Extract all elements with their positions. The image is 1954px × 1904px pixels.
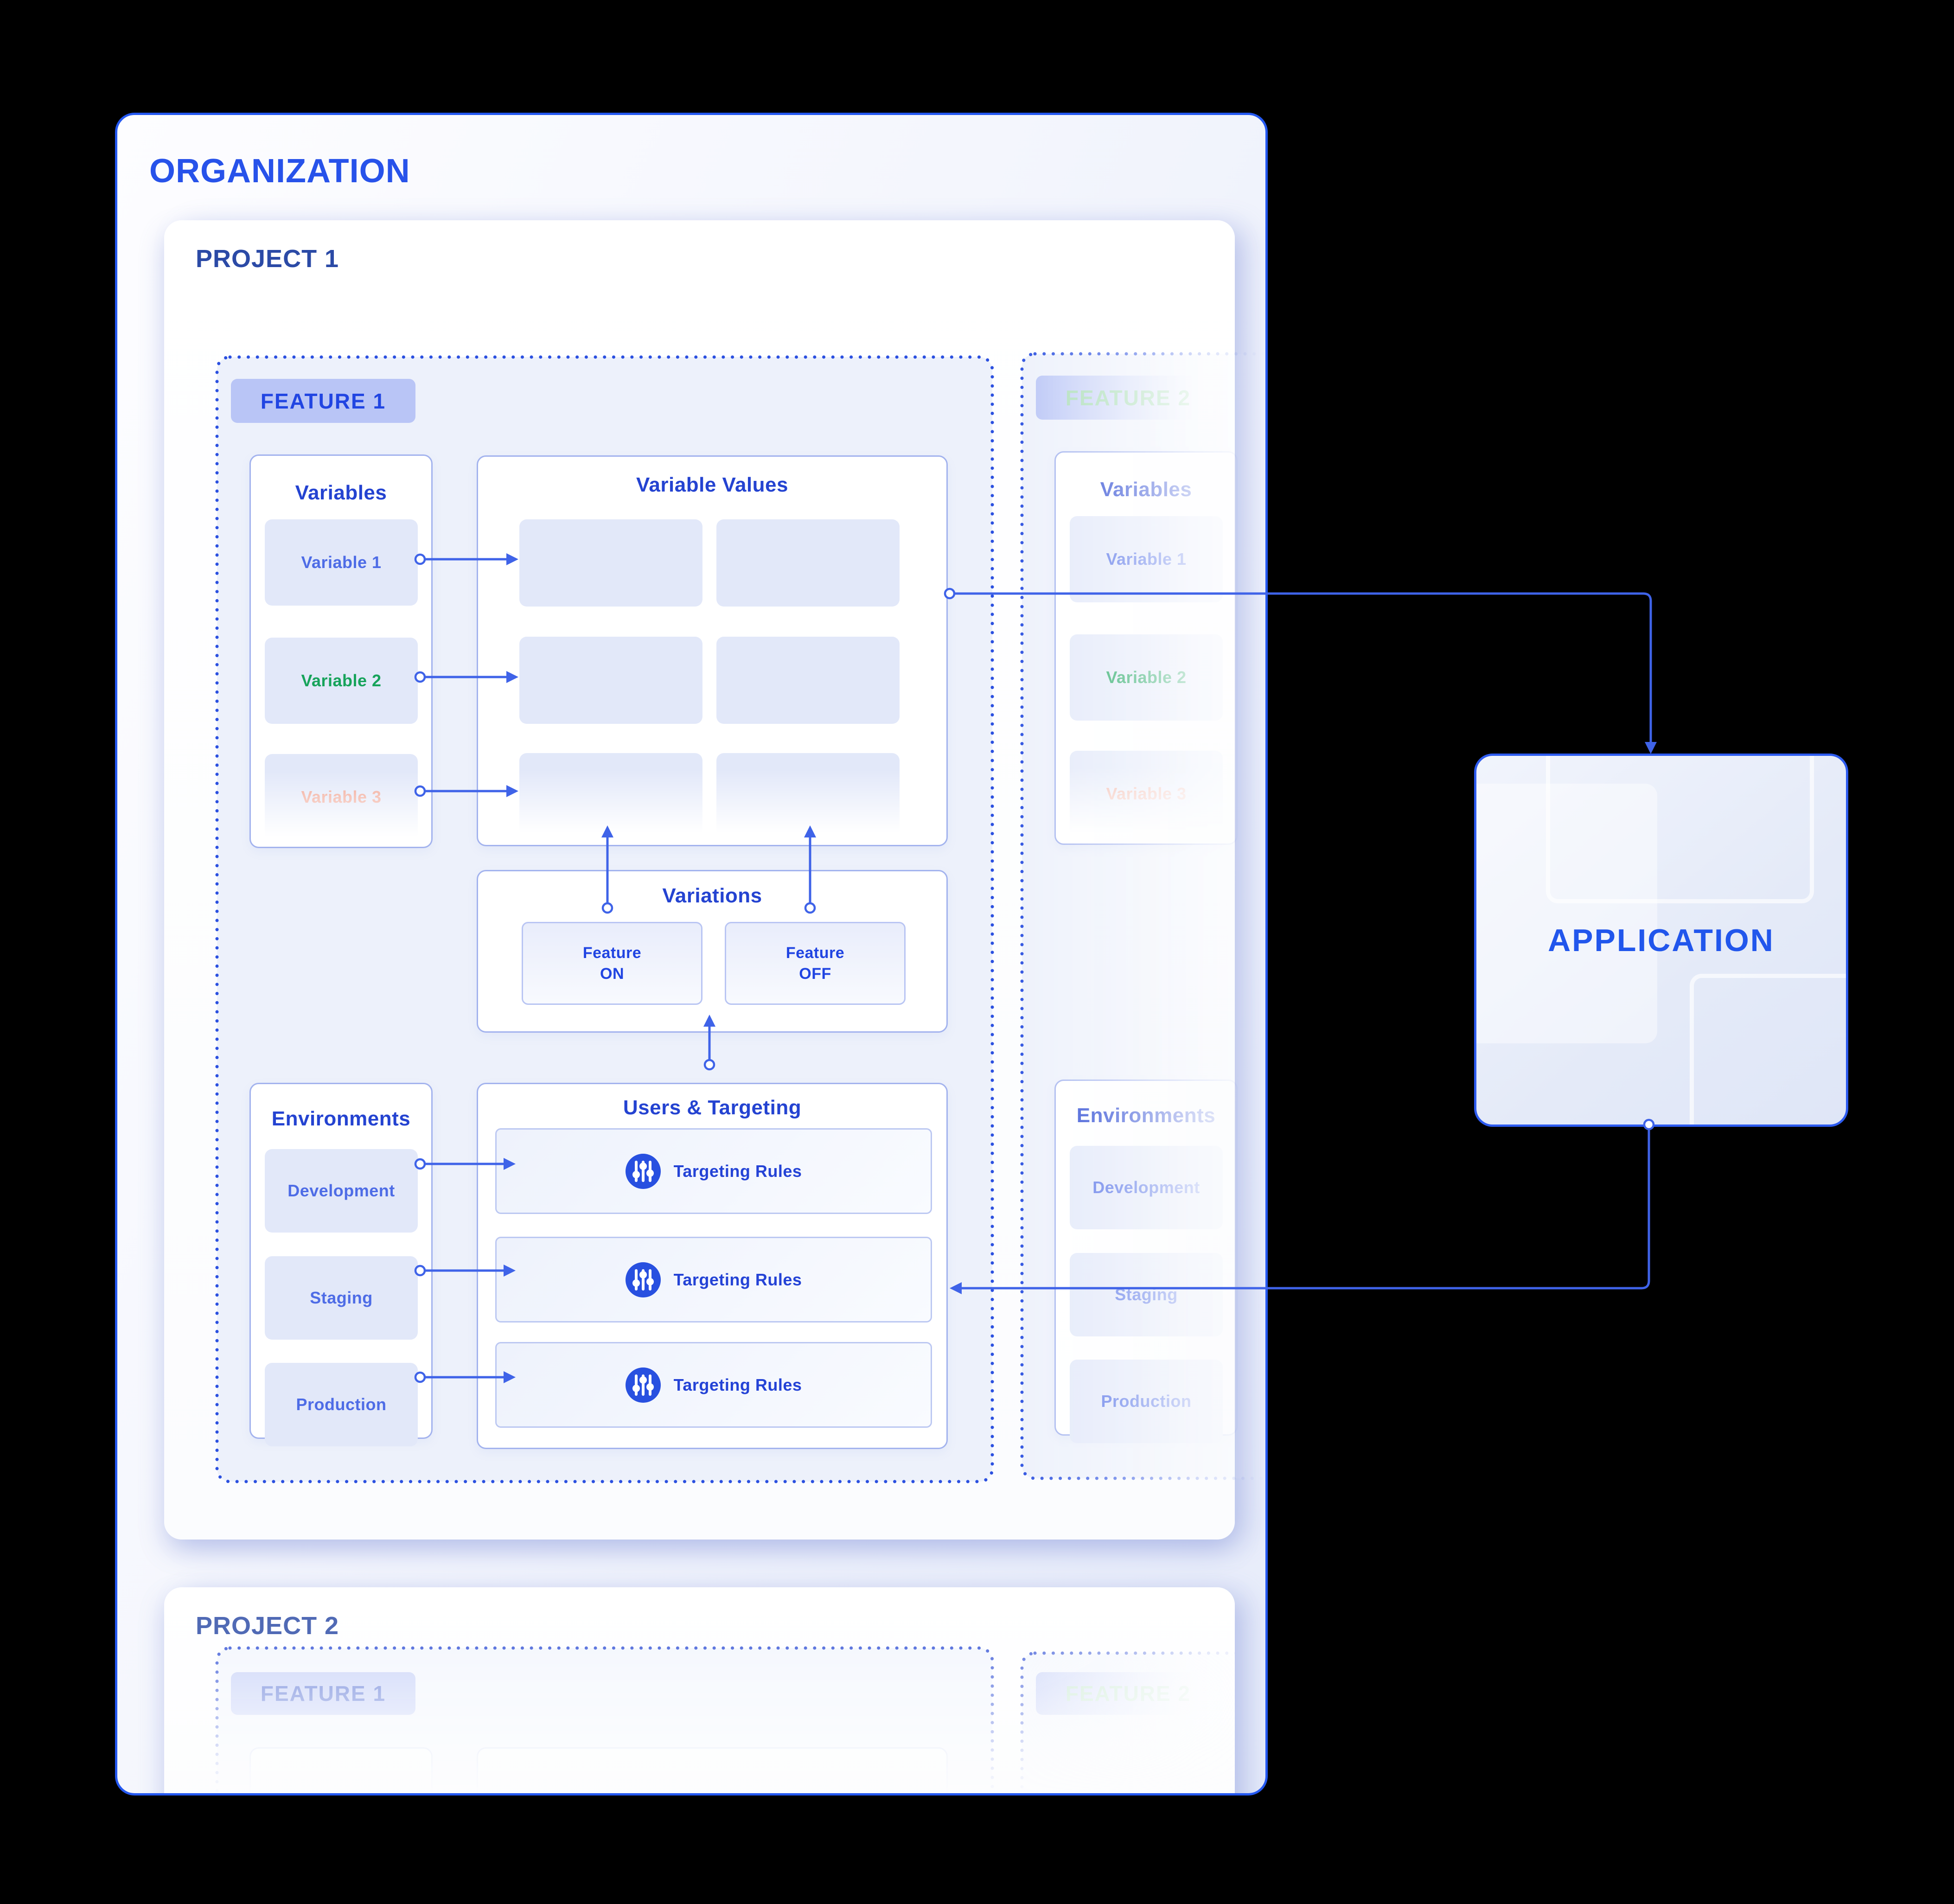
variable-1-box: Variable 1 [265,519,418,606]
feature1-badge-label: FEATURE 1 [260,389,386,413]
feature2-environment-staging-box: Staging [1070,1253,1223,1336]
feature2-variable-2-box: Variable 2 [1070,634,1223,721]
variable-values-title: Variable Values [636,473,788,496]
value-cell [519,637,702,724]
value-cell [716,753,900,837]
project2-feature1-badge: FEATURE 1 [231,1672,415,1715]
feature2-variable-2-label: Variable 2 [1106,668,1187,687]
application-box: APPLICATION [1474,754,1848,1127]
variable-1-label: Variable 1 [301,553,382,572]
feature2-variables-title: Variables [1100,478,1192,501]
feature2-environment-development-label: Development [1092,1178,1200,1197]
variations-title: Variations [662,884,762,907]
project2-faded-content: FEATURE 1 FEATURE 2 [164,1587,1265,1793]
environment-development-box: Development [265,1149,418,1233]
feature-off-line1: Feature [785,944,845,962]
feature2-environments-panel: Environments Development Staging Product… [1054,1080,1238,1443]
feature2-variable-3-box: Variable 3 [1070,751,1223,837]
variables-panel: Variables Variable 1 Variable 2 Variable… [249,454,433,848]
feature2-variable-1-label: Variable 1 [1106,549,1187,569]
feature2-variable-1-box: Variable 1 [1070,516,1223,602]
value-cell [716,519,900,607]
sliders-icon [625,1262,661,1297]
environment-production-label: Production [296,1395,387,1414]
targeting-rules-row-development: Targeting Rules [495,1128,932,1214]
sliders-icon [625,1367,661,1403]
project2-feature2-badge: FEATURE 2 [1036,1672,1220,1715]
project2-card: PROJECT 2 FEATURE 1 [164,1587,1265,1793]
project2-feature2-box: FEATURE 2 [1020,1651,1265,1793]
feature1-box: FEATURE 1 Variables Variable 1 Variable … [215,355,995,1484]
targeting-rules-label: Targeting Rules [673,1270,802,1289]
value-cell [519,753,702,837]
users-targeting-title: Users & Targeting [623,1096,802,1119]
organization-box: ORGANIZATION PROJECT 1 FEATURE 1 Variabl… [115,113,1268,1795]
sliders-icon [625,1153,661,1189]
variations-panel: Variations Feature ON Feature OFF [477,870,948,1033]
feature-on-box: Feature ON [522,922,702,1005]
project2-title: PROJECT 2 [196,1612,339,1640]
feature-on-line2: ON [600,965,624,983]
feature-off-line2: OFF [799,965,831,983]
feature2-environments-title: Environments [1076,1104,1216,1127]
variables-title: Variables [295,481,387,504]
targeting-rules-label: Targeting Rules [673,1375,802,1394]
environment-staging-label: Staging [310,1288,373,1307]
value-cell [519,519,702,607]
variable-values-panel: Variable Values [477,455,948,846]
project1-card: PROJECT 1 FEATURE 1 Variables Variable 1 [164,220,1265,1540]
environment-production-box: Production [265,1363,418,1446]
feature2-environment-production-box: Production [1070,1360,1223,1443]
project2-feature1-badge-label: FEATURE 1 [260,1681,386,1706]
feature2-box: FEATURE 2 Variables Variable 1 Variable … [1020,351,1265,1481]
variable-3-box: Variable 3 [265,754,418,840]
feature2-environment-staging-label: Staging [1115,1285,1178,1304]
variable-2-box: Variable 2 [265,638,418,724]
project2-ghost-variable-values-panel [477,1747,948,1793]
feature2-environment-development-box: Development [1070,1146,1223,1229]
environment-staging-box: Staging [265,1256,418,1340]
project1-title: PROJECT 1 [196,245,339,273]
project2-feature2-badge-label: FEATURE 2 [1065,1681,1191,1706]
application-title: APPLICATION [1548,922,1775,958]
organization-title: ORGANIZATION [149,153,410,190]
project2-feature1-box: FEATURE 1 [215,1646,995,1793]
feature2-badge-label: FEATURE 2 [1065,385,1191,410]
variable-3-label: Variable 3 [301,787,382,806]
targeting-rules-row-production: Targeting Rules [495,1342,932,1428]
application-decoration [1546,756,1814,903]
value-cell [716,637,900,724]
project2-ghost-variables-panel [249,1747,433,1793]
users-targeting-panel: Users & Targeting Targeting Rules [477,1083,948,1449]
feature2-variable-3-label: Variable 3 [1106,784,1187,803]
environments-title: Environments [271,1107,411,1130]
feature2-badge: FEATURE 2 [1036,376,1220,420]
variable-2-label: Variable 2 [301,671,382,690]
application-decoration [1690,974,1846,1125]
feature-on-line1: Feature [582,944,642,962]
environments-panel: Environments Development Staging Product… [249,1083,433,1446]
targeting-rules-row-staging: Targeting Rules [495,1237,932,1323]
feature2-environment-production-label: Production [1101,1392,1192,1411]
application-decoration [1476,784,1657,1043]
feature2-variables-panel: Variables Variable 1 Variable 2 Variable… [1054,451,1238,845]
environment-development-label: Development [287,1181,395,1200]
targeting-rules-label: Targeting Rules [673,1161,802,1181]
feature-off-box: Feature OFF [725,922,906,1005]
feature1-badge: FEATURE 1 [231,379,415,423]
